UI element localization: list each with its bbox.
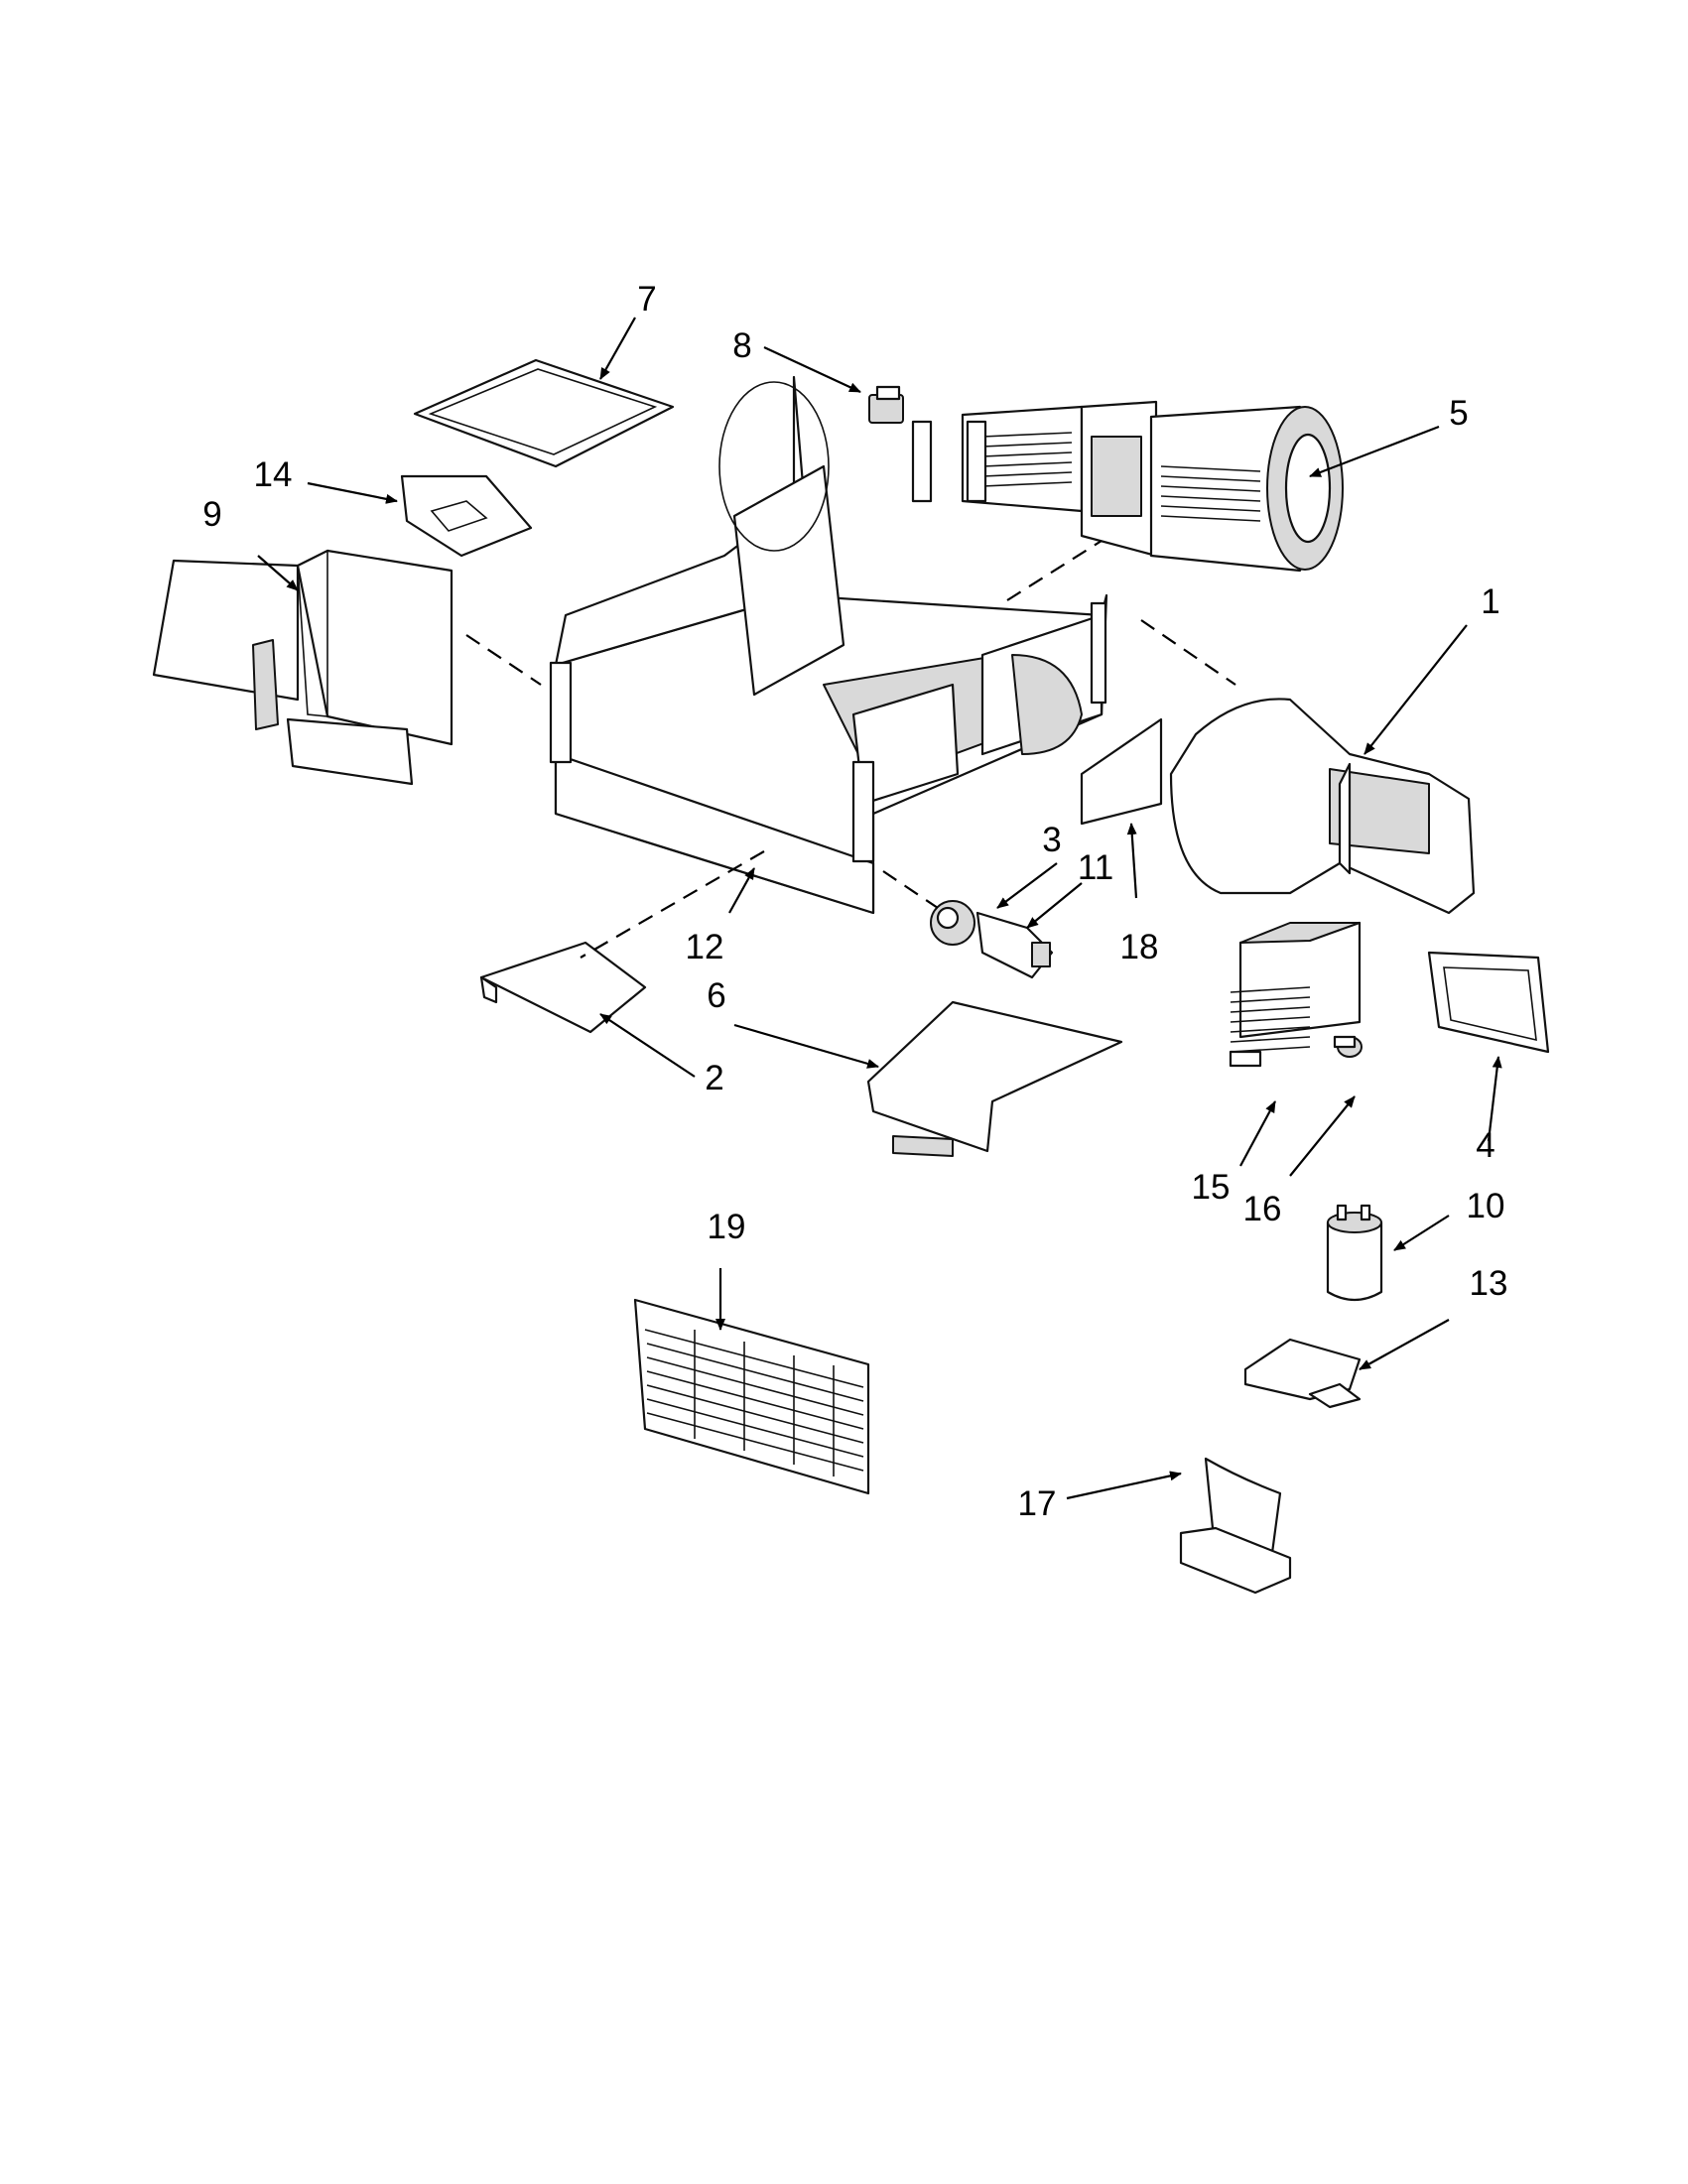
callout-18: 18 [1120, 928, 1159, 966]
part-11-lamp-socket [975, 911, 1054, 979]
part-1-vent-duct [1169, 698, 1476, 915]
callout-9: 9 [202, 495, 221, 534]
callout-8: 8 [732, 326, 751, 365]
callout-12: 12 [686, 928, 724, 966]
part-13-capacitor-bracket [1243, 1338, 1362, 1409]
callout-13: 13 [1470, 1264, 1508, 1303]
part-10-capacitor [1326, 1204, 1383, 1302]
callout-labels: 1 2 3 4 5 6 7 8 9 10 11 12 13 14 15 16 1… [202, 280, 1507, 1523]
callout-14: 14 [254, 455, 293, 494]
callout-11: 11 [1078, 848, 1113, 887]
assembly-lines [465, 540, 1236, 959]
part-16-thermostat [1333, 1035, 1363, 1058]
callout-5: 5 [1449, 394, 1468, 433]
part-6-cover [866, 1000, 1123, 1157]
callout-10: 10 [1467, 1187, 1505, 1225]
callout-4: 4 [1476, 1126, 1494, 1165]
part-12-base-chassis [549, 375, 1108, 915]
callout-3: 3 [1042, 821, 1061, 859]
callout-6: 6 [707, 976, 725, 1015]
part-14-plate [400, 474, 533, 558]
callout-2: 2 [705, 1059, 723, 1097]
part-4-bracket [1427, 951, 1550, 1054]
part-7-filter [413, 358, 675, 468]
callout-1: 1 [1481, 582, 1499, 621]
callout-15: 15 [1192, 1168, 1231, 1207]
part-18-cover-plate [1080, 717, 1163, 826]
callout-19: 19 [708, 1208, 746, 1246]
part-15-transformer [1229, 921, 1362, 1068]
part-2-plate [479, 941, 647, 1034]
leader-lines [257, 317, 1502, 1500]
callout-17: 17 [1018, 1484, 1057, 1523]
callout-16: 16 [1243, 1190, 1282, 1228]
part-3-lamp [930, 900, 975, 946]
part-8-switch [868, 385, 904, 424]
part-19-vent-grille [633, 1298, 870, 1495]
part-17-damper-duct [1179, 1457, 1292, 1595]
part-9-air-duct [152, 549, 454, 786]
part-5-blower-motor [961, 400, 1344, 573]
callout-7: 7 [637, 280, 656, 319]
